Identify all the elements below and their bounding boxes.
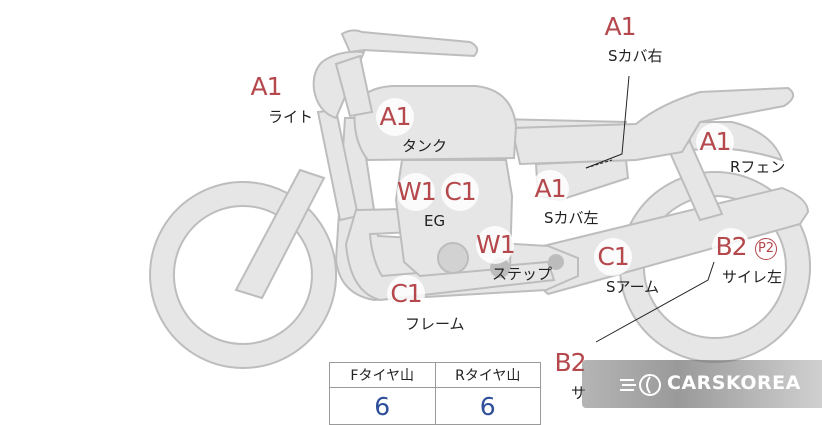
grade-badge-muffler-left: B2 [712,228,750,266]
part-label-engine: EG [424,212,446,230]
grade-badge-frame: C1 [387,275,425,313]
rear-tread-header: Rタイヤ山 [434,362,541,388]
part-label-side-cover-right: Sカバ右 [608,47,663,65]
step-peg-rear [548,254,564,270]
grade-badge-tank: A1 [376,98,414,136]
grade-badge-step: W1 [476,226,516,264]
fork-top [334,54,374,118]
frame-lower [334,117,579,302]
seat-shape [510,86,795,166]
handlebar [340,29,479,58]
leader-line-muffler-left [595,261,715,343]
grade-badge-side-cover-right: A1 [601,8,639,46]
rear-tread-value: 6 [434,387,541,425]
carskorea-logo-icon [620,374,661,396]
front-tread-header: Fタイヤ山 [329,362,436,388]
part-label-rear-fender: Rフェン [730,158,786,176]
front-fork [234,168,326,300]
part-label-tank: タンク [402,137,448,155]
part-label-step: ステップ [492,265,553,283]
part-label-frame: フレーム [405,315,465,333]
grade-badge-engine-c: C1 [441,173,479,211]
leader-line-side-cover-right-dash [585,159,613,169]
grade-badge-light: A1 [247,68,285,106]
part-label-side-cover-left: Sカバ左 [544,209,599,227]
grade-badge-side-cover-left: A1 [531,170,569,208]
part-label-swing-arm: Sアーム [606,278,660,296]
tire-tread-table: Fタイヤ山 Rタイヤ山 6 6 [329,362,541,425]
front-tread-value: 6 [329,387,436,425]
grade-badge-muffler-left-paint: P2 [755,238,777,260]
grade-badge-rear-fender: A1 [696,123,734,161]
leader-line-side-cover-right [585,75,630,169]
grade-badge-engine-w: W1 [397,173,437,211]
front-wheel [149,181,338,369]
part-label-muffler-left: サイレ左 [722,268,783,286]
engine-cover [437,242,469,274]
watermark-text: CARSKOREA [667,372,801,394]
grade-badge-swing-arm: C1 [594,238,632,276]
part-label-light: ライト [268,108,314,126]
